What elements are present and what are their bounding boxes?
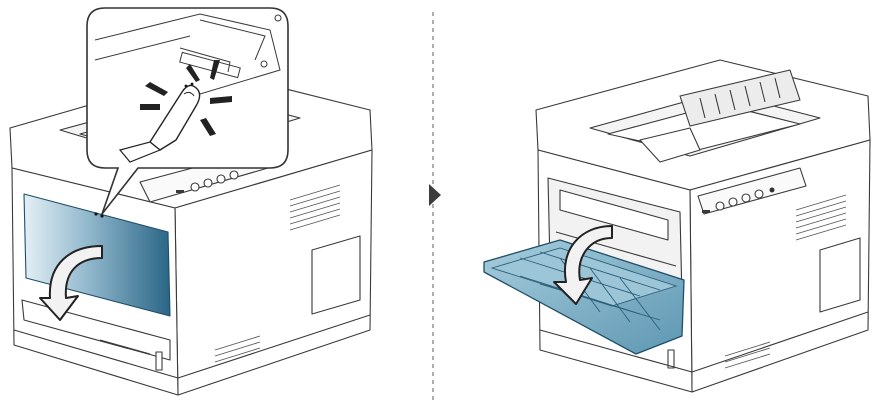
printer-right [535, 59, 871, 393]
callout-bubble [86, 7, 289, 215]
mp-tray [483, 239, 685, 355]
press-burst [140, 60, 232, 136]
curved-arrow-icon [553, 225, 613, 305]
hand-pointer-icon [118, 84, 201, 163]
printer-left-vents [214, 184, 341, 363]
play-triangle-icon [429, 184, 441, 206]
curved-arrow-icon [39, 245, 103, 321]
